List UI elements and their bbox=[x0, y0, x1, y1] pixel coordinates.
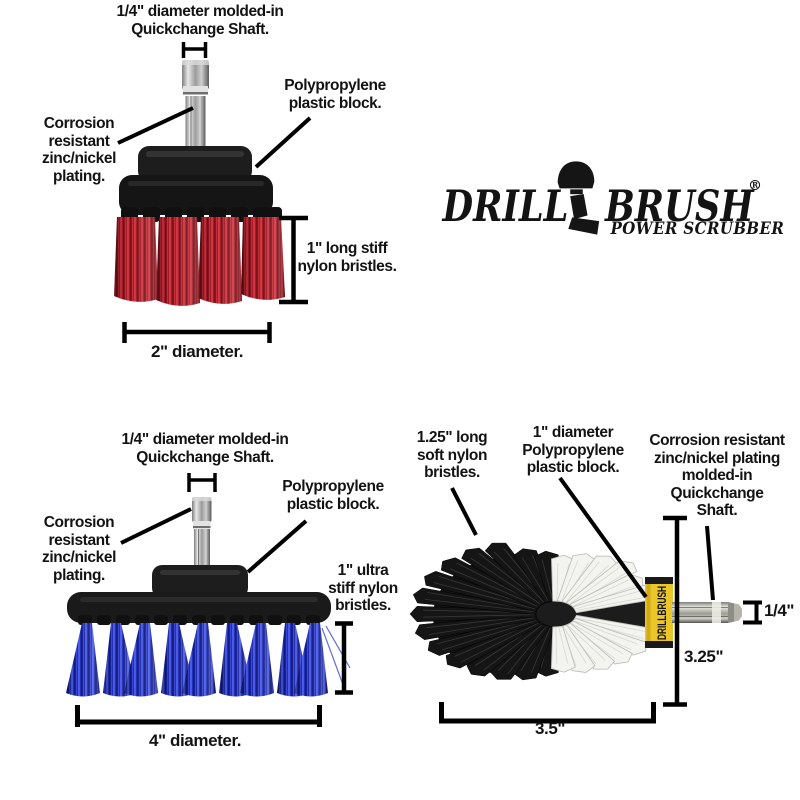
label-ball-bristles: 1.25" long soft nylon bristles. bbox=[400, 429, 504, 482]
hex-shaft bbox=[192, 497, 212, 571]
hex-shaft bbox=[672, 602, 742, 623]
plastic-block bbox=[119, 146, 282, 222]
label-2in-diameter: 2" diameter. bbox=[150, 342, 244, 361]
logo-word-brush: BRUSH bbox=[605, 182, 754, 232]
label-line: Polypropylene bbox=[284, 77, 386, 94]
registered-trademark-icon: ® bbox=[748, 178, 762, 194]
label-line: Polypropylene bbox=[522, 441, 624, 459]
label-line: Shaft. bbox=[696, 502, 738, 520]
hex-shaft bbox=[182, 60, 209, 154]
label-line: 1/4" diameter molded-in bbox=[116, 3, 284, 20]
label-ball-shaft-diameter: 1/4" bbox=[764, 601, 795, 620]
logo-word-drill: DRILL bbox=[442, 182, 569, 232]
band-text: DRILLBRUSH bbox=[657, 586, 669, 640]
dimension-lines bbox=[439, 476, 762, 724]
dimension-lines bbox=[117, 42, 312, 343]
label-line: Corrosion bbox=[43, 115, 115, 132]
label-line: Polypropylene bbox=[282, 478, 384, 495]
label-line: zinc/nickel bbox=[42, 549, 116, 567]
label-4in-diameter: 4" diameter. bbox=[148, 731, 242, 750]
label-line: 1/4" diameter molded-in bbox=[121, 431, 289, 448]
label-ball-shaft: Corrosion resistant zinc/nickel plating … bbox=[640, 432, 794, 520]
label-line: Quickchange bbox=[670, 484, 764, 502]
label-2in-plating: Corrosion resistant zinc/nickel plating. bbox=[20, 115, 138, 185]
label-line: Quickchange Shaft. bbox=[131, 20, 269, 38]
label-4in-plating: Corrosion resistant zinc/nickel plating. bbox=[20, 514, 138, 584]
dimension-lines bbox=[75, 473, 353, 727]
label-line: resistant bbox=[48, 531, 110, 549]
label-line: plastic block. bbox=[286, 495, 380, 513]
label-line: 1" long stiff bbox=[306, 240, 388, 257]
label-4in-bristles: 1" ultra stiff nylon bristles. bbox=[311, 562, 415, 615]
ball-brush-bristles bbox=[409, 542, 659, 681]
label-line: nylon bristles. bbox=[297, 257, 397, 275]
label-line: Corrosion bbox=[43, 514, 115, 531]
label-line: stiff nylon bbox=[328, 579, 398, 597]
label-line: resistant bbox=[48, 132, 110, 150]
label-line: Quickchange Shaft. bbox=[136, 448, 274, 466]
label-4in-block: Polypropylene plastic block. bbox=[270, 478, 396, 513]
label-2in-bristles: 1" long stiff nylon bristles. bbox=[293, 240, 401, 275]
label-line: molded-in bbox=[681, 467, 753, 485]
label-line: plastic block. bbox=[526, 459, 620, 477]
label-line: bristles. bbox=[335, 597, 391, 615]
label-line: plating. bbox=[53, 566, 105, 584]
label-line: 1" diameter bbox=[532, 424, 614, 441]
label-line: soft nylon bbox=[416, 446, 488, 464]
label-ball-block: 1" diameter Polypropylene plastic block. bbox=[511, 424, 635, 477]
label-2in-shaft: 1/4" diameter molded-in Quickchange Shaf… bbox=[85, 3, 315, 38]
label-line: plastic block. bbox=[288, 94, 382, 112]
brush-2in-illustration bbox=[114, 42, 312, 343]
drill-silhouette-icon bbox=[557, 161, 600, 235]
label-ball-height: 3.25" bbox=[684, 647, 724, 666]
drillbrush-band: DRILLBRUSH bbox=[645, 577, 673, 648]
label-ball-width: 3.5" bbox=[534, 719, 566, 738]
label-line: 1" ultra bbox=[337, 562, 389, 579]
logo-tagline: POWER SCRUBBER bbox=[610, 219, 785, 239]
label-4in-shaft: 1/4" diameter molded-in Quickchange Shaf… bbox=[90, 431, 320, 466]
brush-ball-illustration: DRILLBRUSH bbox=[409, 476, 762, 724]
red-bristles bbox=[114, 217, 285, 306]
label-line: Corrosion resistant bbox=[649, 432, 785, 449]
blue-bristles bbox=[66, 623, 351, 697]
brush-4in-illustration bbox=[66, 473, 353, 727]
label-2in-block: Polypropylene plastic block. bbox=[272, 77, 398, 112]
label-line: 1.25" long bbox=[416, 429, 488, 446]
label-line: zinc/nickel bbox=[42, 150, 116, 168]
plastic-block bbox=[67, 565, 331, 625]
label-line: bristles. bbox=[424, 464, 480, 482]
label-line: plating. bbox=[53, 167, 105, 185]
label-line: zinc/nickel plating bbox=[654, 449, 780, 467]
